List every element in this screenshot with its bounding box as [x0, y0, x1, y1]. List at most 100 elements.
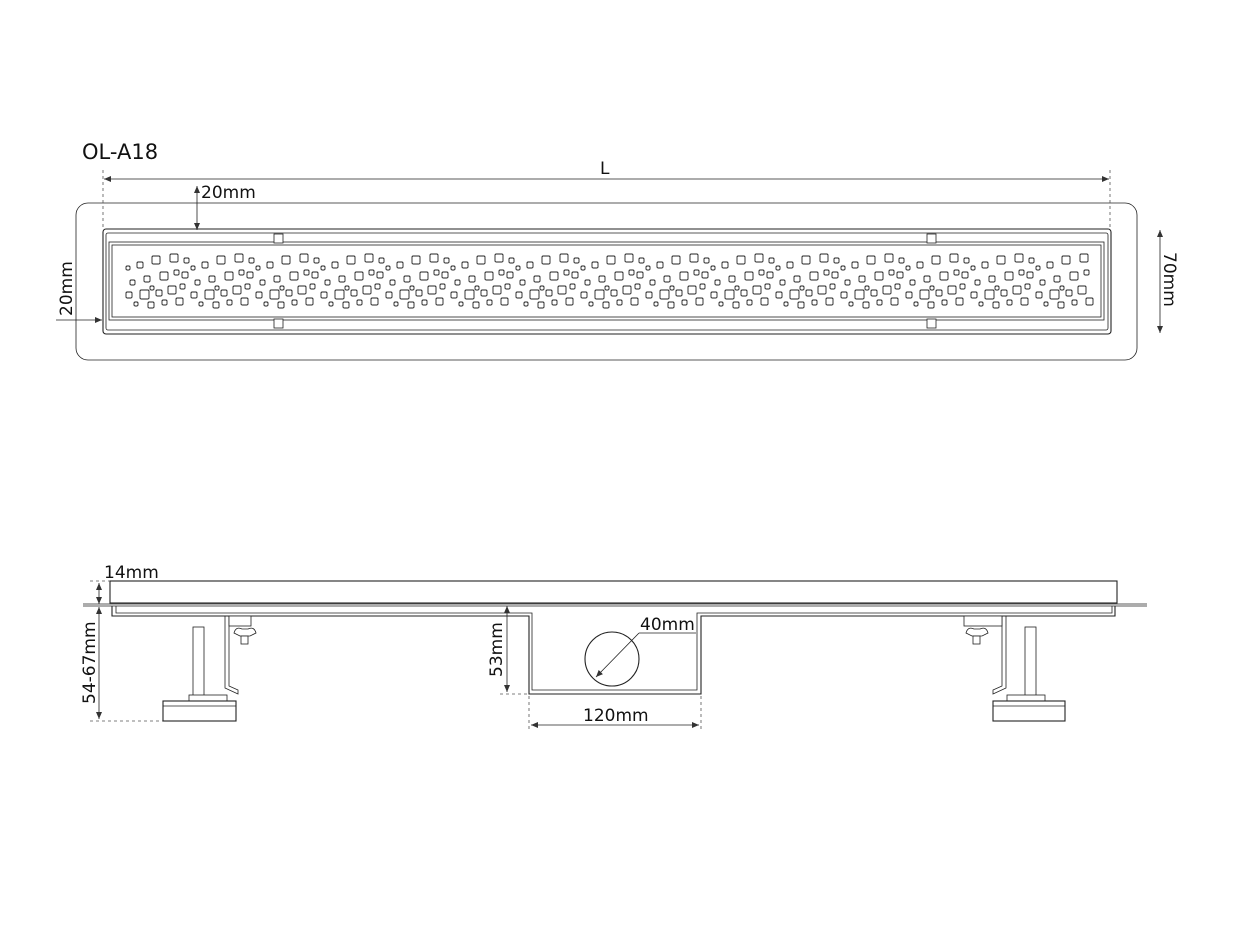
- channel-frame: [102, 228, 1112, 335]
- grate-hole: [862, 301, 870, 309]
- grate-hole: [183, 257, 190, 264]
- grate-hole: [634, 283, 641, 290]
- grate-hole: [338, 275, 346, 283]
- grate-hole: [523, 301, 529, 307]
- grate-hole: [736, 255, 746, 265]
- grate-hole: [961, 271, 969, 279]
- grate-hole: [744, 271, 754, 281]
- height-range-label: 54-67mm: [80, 621, 100, 704]
- grate-hole: [970, 291, 978, 299]
- grate-hole: [764, 283, 771, 290]
- flange-width-label: 20mm: [201, 183, 256, 203]
- grate-hole: [515, 265, 521, 271]
- grate-hole: [840, 291, 848, 299]
- grate-hole: [779, 279, 786, 286]
- threaded-rod-left: [192, 626, 205, 698]
- grate-hole: [606, 255, 616, 265]
- grate-hole: [949, 253, 959, 263]
- grate-hole: [981, 261, 989, 269]
- grate-hole: [701, 271, 709, 279]
- grate-hole: [476, 255, 486, 265]
- grate-hole: [1014, 253, 1024, 263]
- grate-hole: [224, 271, 234, 281]
- grate-hole: [687, 285, 697, 295]
- grate-hole: [506, 271, 514, 279]
- grate-hole: [147, 301, 155, 309]
- grate-hole: [653, 301, 659, 307]
- grate-hole: [740, 289, 748, 297]
- grate-hole: [929, 285, 935, 291]
- grate-hole: [240, 297, 249, 306]
- grate-hole: [370, 297, 379, 306]
- grate-hole: [789, 289, 800, 300]
- grate-hole: [1043, 301, 1049, 307]
- grate-hole: [988, 275, 996, 283]
- grate-hole: [805, 289, 813, 297]
- grate-hole: [541, 255, 551, 265]
- grate-hole: [356, 299, 363, 306]
- grate-hole: [874, 271, 884, 281]
- grate-hole: [786, 261, 794, 269]
- grate-hole: [458, 301, 464, 307]
- outer-flange: [75, 202, 1138, 361]
- grate-hole: [433, 269, 440, 276]
- grate-hole: [710, 265, 716, 271]
- grate-hole: [732, 301, 740, 309]
- grate-hole: [244, 283, 251, 290]
- grate-hole: [959, 283, 966, 290]
- grate-hole: [331, 261, 339, 269]
- grate-hole: [291, 299, 298, 306]
- support-leg-left: [162, 615, 257, 722]
- grate-hole: [565, 297, 574, 306]
- dim-total-width: 70mm: [1157, 230, 1179, 333]
- grate-hole: [255, 291, 263, 299]
- grate-hole: [443, 257, 450, 264]
- grate-hole: [198, 301, 204, 307]
- grate-hole: [799, 285, 805, 291]
- grate-hole: [181, 271, 189, 279]
- grate-hole: [667, 301, 675, 309]
- grate-hole: [898, 257, 905, 264]
- grate-hole: [201, 261, 209, 269]
- grate-hole: [545, 289, 553, 297]
- grate-hole: [689, 253, 699, 263]
- grate-hole: [492, 285, 502, 295]
- grate-hole: [1018, 269, 1025, 276]
- grate-hole: [266, 261, 274, 269]
- grate-hole: [435, 297, 444, 306]
- grate-hole: [580, 265, 586, 271]
- grate-hole: [378, 257, 385, 264]
- grate-hole: [905, 291, 913, 299]
- grate-hole: [248, 257, 255, 264]
- grate-hole: [439, 283, 446, 290]
- grate-hole: [663, 275, 671, 283]
- outlet-diameter-label: 40mm: [640, 615, 695, 635]
- grate-hole: [858, 275, 866, 283]
- grate-hole: [970, 265, 976, 271]
- grate-hole: [851, 261, 859, 269]
- grate-hole: [978, 301, 984, 307]
- grate-hole: [179, 283, 186, 290]
- total-width-label: 70mm: [1159, 252, 1179, 307]
- grate-hole: [411, 255, 421, 265]
- grate-hole: [1004, 271, 1014, 281]
- grate-hole: [793, 275, 801, 283]
- side-flange-label: 20mm: [57, 261, 77, 316]
- grate-hole: [374, 283, 381, 290]
- dim-flange-top: 20mm: [194, 183, 256, 230]
- grate-hole: [407, 301, 415, 309]
- grate-hole: [984, 289, 995, 300]
- grate-hole: [809, 271, 819, 281]
- grate-hole: [703, 257, 710, 264]
- grate-hole: [614, 271, 624, 281]
- grate-hole: [681, 299, 688, 306]
- grate-hole: [610, 289, 618, 297]
- grate-hole: [884, 253, 894, 263]
- grate-hole: [143, 275, 151, 283]
- grate-hole: [220, 289, 228, 297]
- grate-hole: [584, 279, 591, 286]
- grate-hole: [533, 275, 541, 283]
- grate-hole: [1065, 289, 1073, 297]
- grate-hole: [273, 275, 281, 283]
